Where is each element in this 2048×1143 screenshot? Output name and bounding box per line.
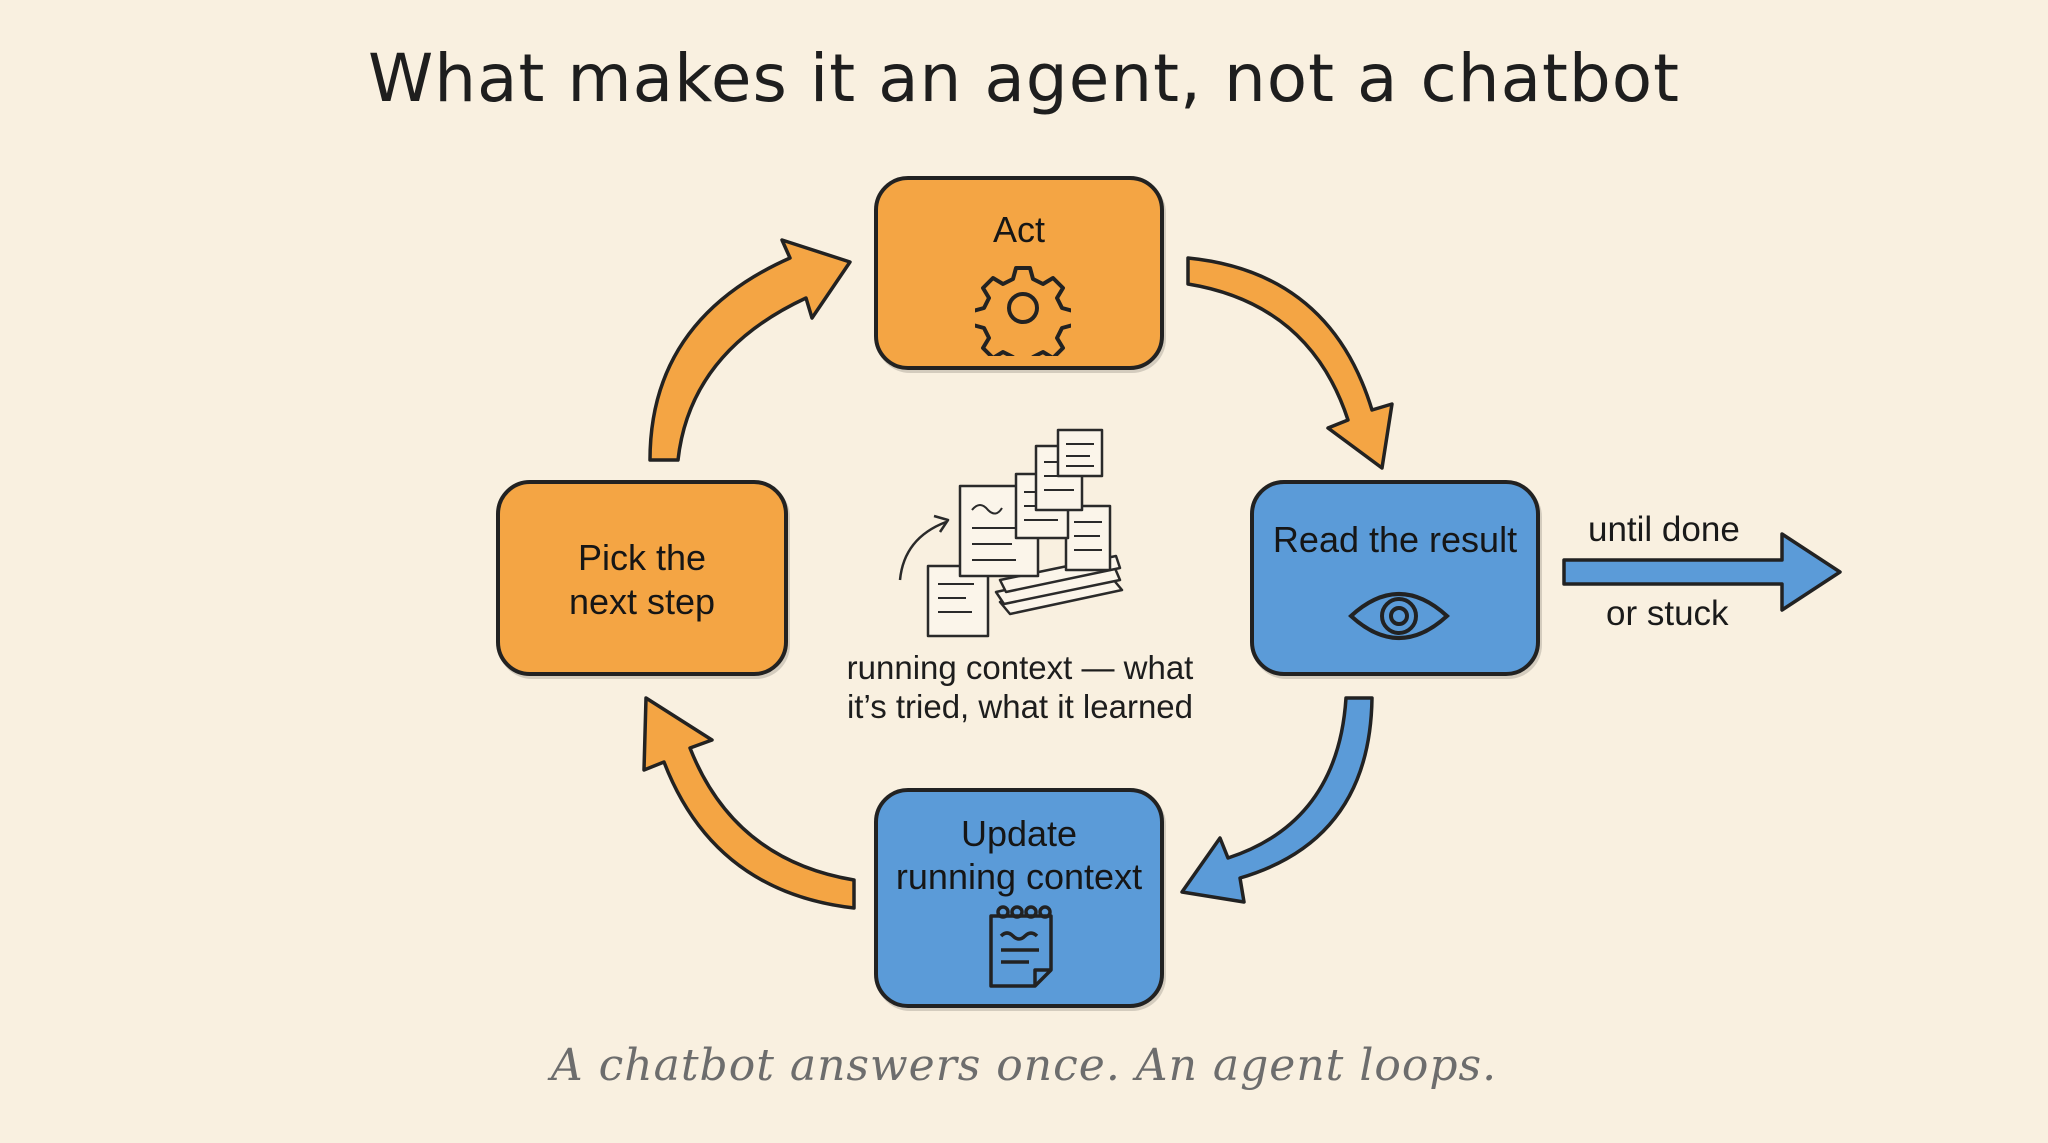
node-act: Act	[874, 176, 1164, 370]
context-caption-line2: it’s tried, what it learned	[846, 688, 1194, 725]
context-caption-line1: running context — what	[846, 649, 1194, 686]
eye-icon	[1348, 592, 1450, 640]
exit-label-or-stuck: or stuck	[1606, 594, 1729, 633]
notes-pile-icon	[898, 428, 1124, 638]
node-read-label: Read the result	[1272, 519, 1518, 560]
arrow-update-to-pick	[642, 696, 856, 910]
gear-icon	[975, 266, 1071, 356]
arrow-pick-to-act	[648, 238, 852, 462]
context-caption: running context — what it’s tried, what …	[780, 648, 1260, 726]
node-pick-label-line1: Pick the	[577, 537, 707, 578]
node-read-result: Read the result	[1250, 480, 1540, 676]
arrow-act-to-read	[1186, 256, 1394, 470]
arrow-read-to-update	[1180, 696, 1374, 904]
node-update-context: Update running context	[874, 788, 1164, 1008]
node-update-label-line1: Update	[960, 813, 1078, 854]
arrow-right-icon	[1562, 532, 1842, 612]
node-pick-label-line2: next step	[568, 581, 716, 622]
page-title: What makes it an agent, not a chatbot	[367, 40, 1681, 117]
node-update-label-line2: running context	[895, 856, 1143, 897]
node-pick-next-step: Pick the next step	[496, 480, 788, 676]
tagline: A chatbot answers once. An agent loops.	[550, 1040, 1498, 1091]
notepad-icon	[989, 905, 1053, 988]
exit-label-until-done: until done	[1588, 510, 1740, 549]
node-act-label: Act	[992, 209, 1045, 250]
